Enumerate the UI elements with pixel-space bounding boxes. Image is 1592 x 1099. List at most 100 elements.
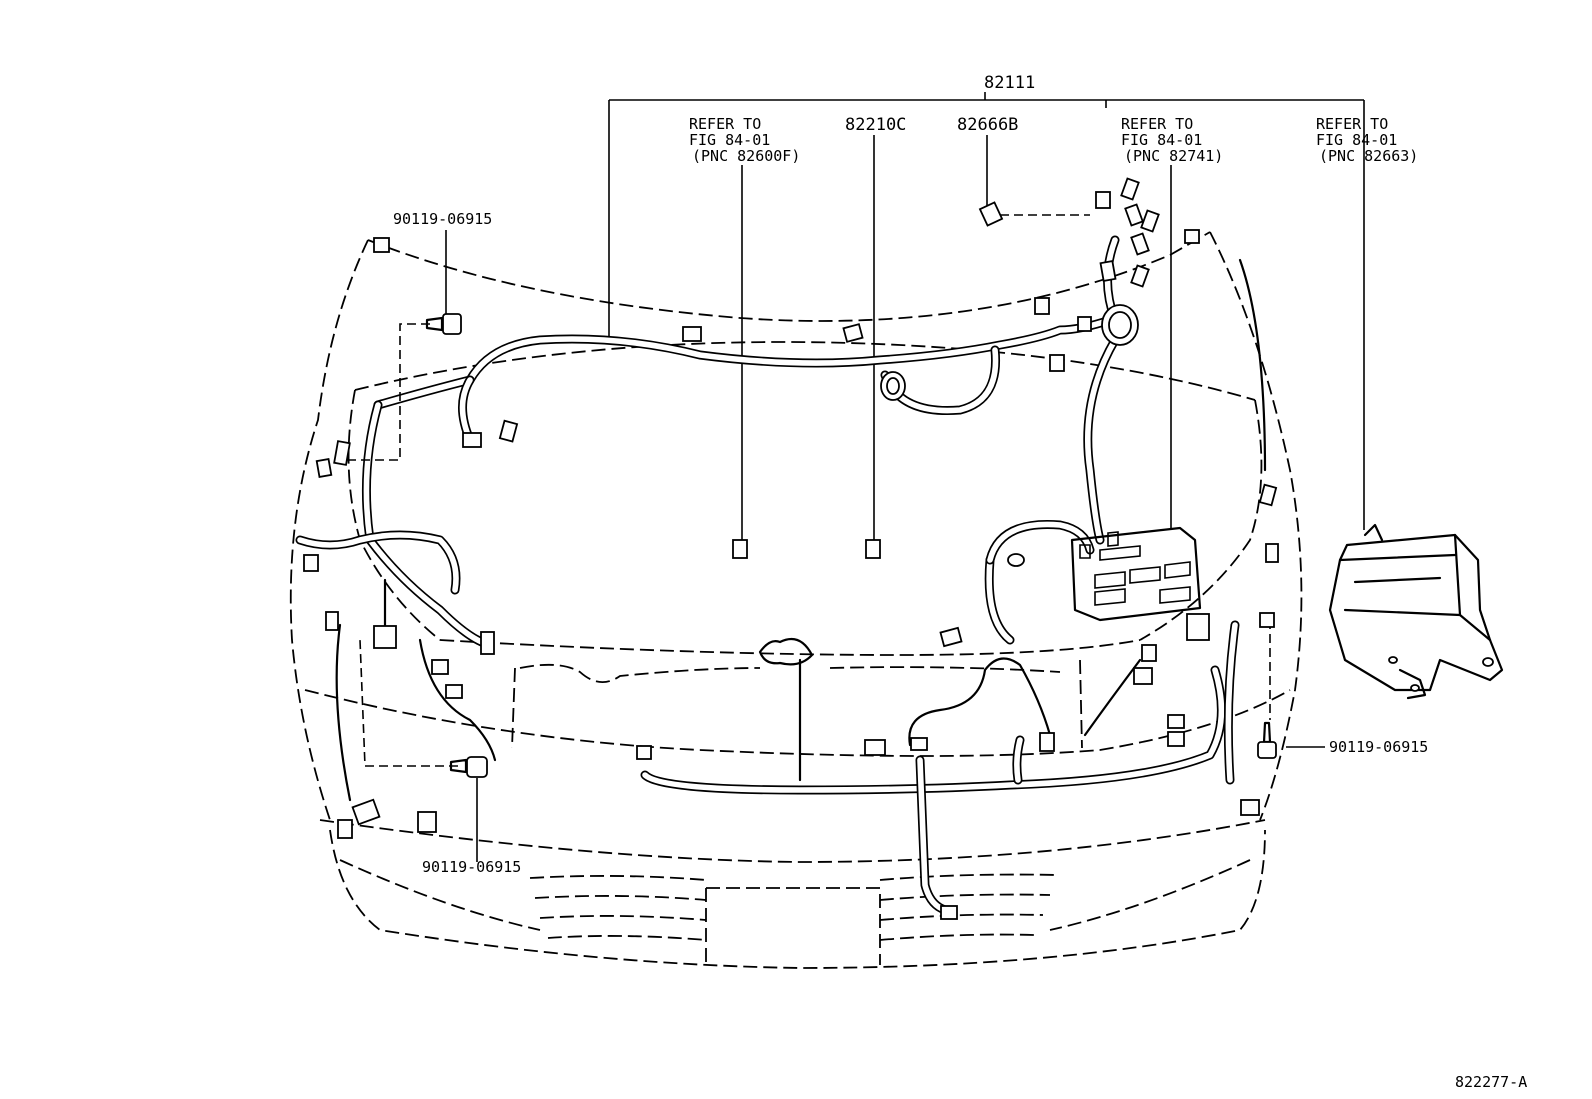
label-bolt-right: 90119-06915	[1329, 738, 1428, 756]
connector	[636, 745, 652, 760]
label-82666b: 82666B	[957, 115, 1018, 135]
connector	[373, 237, 390, 253]
grille-left-slot-3	[539, 915, 707, 921]
connector	[1167, 731, 1185, 747]
connector	[462, 432, 482, 448]
support-left-post	[511, 667, 516, 749]
connector	[1034, 297, 1050, 315]
left-fender-outer	[289, 239, 369, 821]
refer-left-line1: REFER TO	[689, 115, 761, 133]
connector	[1130, 232, 1150, 256]
connector	[842, 323, 864, 343]
hood-top-line	[367, 231, 1211, 322]
grille-right-slot-3	[879, 913, 1044, 921]
grille-left-slot-2	[534, 895, 707, 901]
support-bracket-right	[829, 666, 1061, 673]
connector	[1240, 799, 1260, 816]
radiator-support-top	[439, 639, 1141, 656]
connector	[1184, 229, 1200, 244]
cowl-line	[354, 341, 1256, 401]
connector	[1124, 203, 1144, 227]
connector	[417, 811, 437, 833]
engine-room-harness	[295, 235, 1267, 915]
label-82210c: 82210C	[845, 115, 906, 135]
label-82111: 82111	[984, 73, 1035, 93]
relay-box-82663	[1328, 523, 1504, 700]
refer-note-left: REFER TO FIG 84-01 (PNC 82600F)	[689, 115, 800, 165]
relay-left	[373, 625, 397, 649]
hood-latch	[758, 637, 814, 666]
right-fender-outer	[1209, 231, 1303, 821]
bumper-right-contour	[1049, 859, 1251, 931]
bolt-top-left	[425, 313, 462, 335]
leader-lines	[445, 92, 1365, 862]
connector	[910, 737, 928, 751]
bolt-top-left-ref	[345, 323, 430, 461]
grille-right-slot-4	[879, 933, 1036, 941]
refer-mid-line2: FIG 84-01	[1121, 131, 1202, 149]
refer-note-right: REFER TO FIG 84-01 (PNC 82663)	[1316, 115, 1418, 165]
refer-right-line3: (PNC 82663)	[1319, 147, 1418, 165]
refer-note-middle: REFER TO FIG 84-01 (PNC 82741)	[1121, 115, 1223, 165]
bolt-bottom-left	[449, 756, 488, 778]
ground-terminal	[1007, 553, 1025, 567]
connector	[303, 554, 319, 572]
connector	[315, 458, 333, 478]
bumper-upper-edge	[319, 819, 1266, 863]
grille-left-slot-4	[547, 935, 707, 941]
connector	[1095, 191, 1111, 209]
connector	[1039, 732, 1055, 752]
connector	[864, 739, 886, 756]
support-right-post	[1079, 659, 1083, 749]
connector	[1258, 483, 1278, 507]
wire-right-fender	[1238, 258, 1267, 472]
refer-left-line3: (PNC 82600F)	[692, 147, 800, 165]
connector	[940, 905, 958, 920]
grille-left-slot-1	[529, 875, 707, 881]
connector	[480, 631, 495, 655]
wire-left-front	[418, 638, 497, 762]
connector	[498, 419, 519, 443]
connector	[351, 798, 381, 826]
wire-left-headlamp	[335, 623, 352, 802]
bolt-right	[1257, 721, 1277, 759]
connector	[431, 659, 449, 675]
grille-right-slot-2	[879, 893, 1051, 901]
clip-82210c	[865, 539, 881, 559]
engine-room-relay-block	[1070, 526, 1202, 622]
relay-right	[1186, 613, 1210, 641]
connector	[1141, 644, 1157, 662]
connector	[1133, 667, 1153, 685]
connector	[1077, 316, 1092, 332]
connector	[1099, 260, 1117, 282]
figure-id: 822277-A	[1455, 1073, 1527, 1091]
refer-left-line2: FIG 84-01	[689, 131, 770, 149]
connector	[1265, 543, 1279, 563]
connector	[445, 684, 463, 699]
connector	[939, 626, 963, 648]
connector	[1167, 714, 1185, 729]
connector-82600f	[732, 539, 748, 559]
connector	[1130, 264, 1150, 288]
bolt-references	[345, 323, 1271, 767]
bumper-left-contour	[339, 859, 541, 931]
wire-right-lower	[1083, 658, 1142, 737]
connector	[325, 611, 339, 631]
bracket-left	[333, 440, 351, 466]
support-bracket-left	[519, 663, 761, 683]
grommets	[880, 304, 1139, 567]
connector	[1120, 177, 1140, 201]
clip-82666b	[978, 201, 1004, 227]
connector	[1259, 612, 1275, 628]
refer-mid-line1: REFER TO	[1121, 115, 1193, 133]
bumper-reinforcement-top	[304, 689, 1291, 757]
wire-center-right	[908, 657, 1052, 747]
refer-right-line2: FIG 84-01	[1316, 131, 1397, 149]
connector	[1140, 209, 1160, 233]
label-bolt-bottom-left: 90119-06915	[422, 858, 521, 876]
refer-right-line1: REFER TO	[1316, 115, 1388, 133]
grille-plate-right	[706, 887, 881, 965]
grille-right-slot-1	[879, 873, 1059, 881]
connector	[682, 326, 702, 342]
